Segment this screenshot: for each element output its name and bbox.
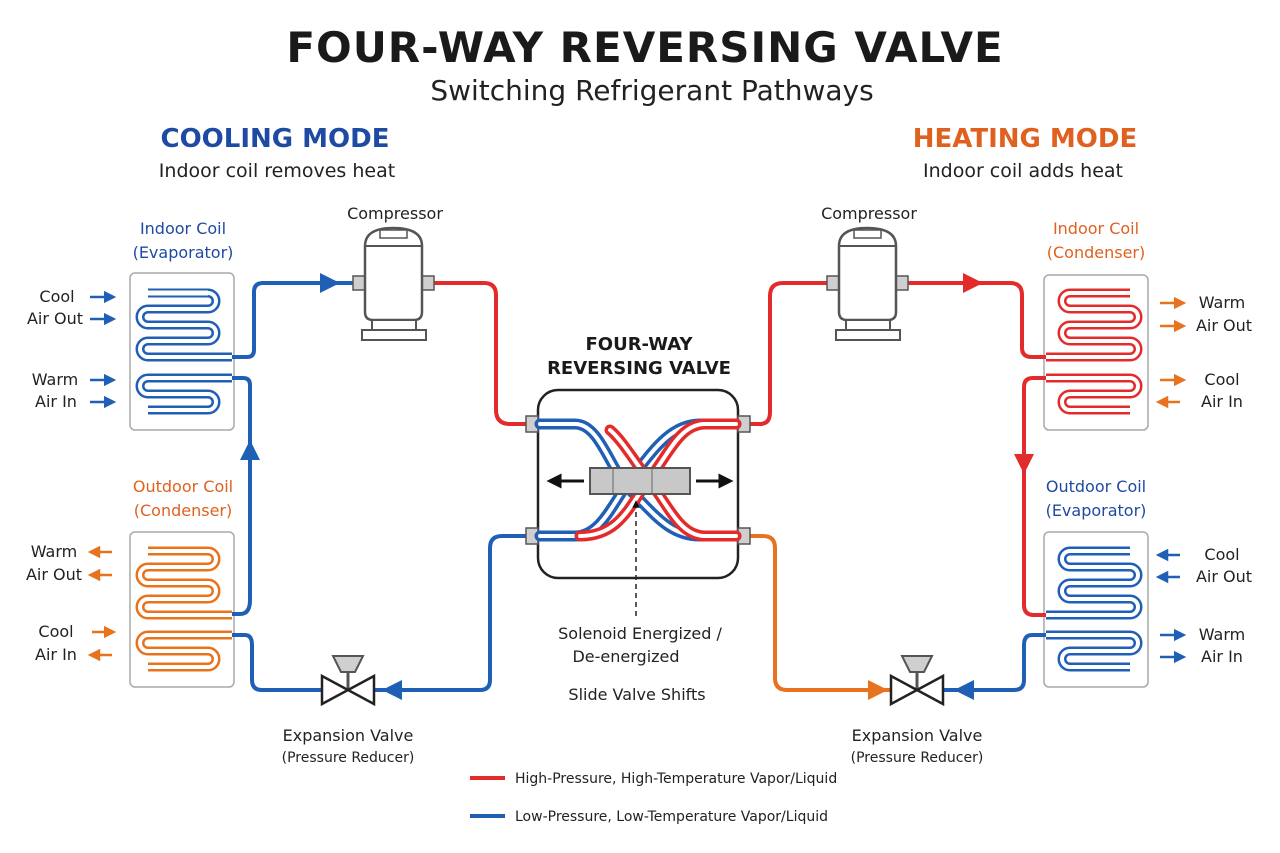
heating-expansion-valve [889,655,945,707]
legend-label-high-pressure: High-Pressure, High-Temperature Vapor/Li… [515,771,837,787]
legend: High-Pressure, High-Temperature Vapor/Li… [470,771,837,825]
heating-outdoor-air2-line2: Air In [1201,647,1243,666]
heating-outdoor-air1-line2: Air Out [1196,567,1252,586]
cooling-pipe-condenser-to-expansion [232,633,322,692]
heating-compressor [826,226,909,341]
heating-indoor-air2-line2: Air In [1201,392,1243,411]
solenoid-label-line2: De-energized [572,647,679,666]
heating-pipe-valve-to-compressor [748,281,829,426]
cooling-outdoor-coil-label: Outdoor Coil [133,477,233,496]
cooling-indoor-air2-line2: Air In [35,392,77,411]
heating-indoor-air2-line1: Cool [1204,370,1239,389]
heating-expansion-valve-sublabel: (Pressure Reducer) [851,750,984,766]
cooling-pipe-expansion-to-valve [372,534,530,692]
heating-outdoor-air1-line1: Cool [1204,545,1239,564]
heating-indoor-coil-label: Indoor Coil [1053,219,1139,238]
heating-side: Compressor Indoor Coil (Condenser) Outdo… [748,204,1252,766]
heating-indoor-coil-sublabel: (Condenser) [1047,243,1145,262]
heating-pipe-compressor-to-indoor [906,281,1046,359]
heating-compressor-label: Compressor [821,204,917,223]
legend-label-low-pressure: Low-Pressure, Low-Temperature Vapor/Liqu… [515,809,828,825]
four-way-valve: FOUR-WAY REVERSING VALVE Solenoid Energi… [525,334,751,704]
cooling-expansion-valve-label: Expansion Valve [283,726,414,745]
heating-outdoor-coil-sublabel: (Evaporator) [1046,501,1147,520]
cooling-compressor [352,226,435,341]
cooling-indoor-coil-label: Indoor Coil [140,219,226,238]
heating-mode-desc: Indoor coil adds heat [923,160,1123,182]
heating-pipe-valve-to-expansion [748,534,892,692]
cooling-outdoor-air-arrows: Warm Air Out Cool Air In [26,542,117,664]
cooling-indoor-air1-line2: Air Out [27,309,83,328]
solenoid-label-line1: Solenoid Energized / [558,624,722,643]
valve-slide [589,467,691,495]
heating-pipe-outdoor-to-expansion [943,633,1046,692]
cooling-outdoor-air2-line2: Air In [35,645,77,664]
cooling-indoor-air2-line1: Warm [32,370,78,389]
valve-label-line2: REVERSING VALVE [547,358,731,379]
cooling-pipe-compressor-to-valve [430,281,530,426]
cooling-pipe-return [232,376,252,616]
cooling-indoor-coil-sublabel: (Evaporator) [133,243,234,262]
cooling-outdoor-air1-line1: Warm [31,542,77,561]
cooling-mode-desc: Indoor coil removes heat [159,160,395,182]
heating-indoor-air1-line1: Warm [1199,293,1245,312]
cooling-compressor-label: Compressor [347,204,443,223]
heating-mode-title: HEATING MODE [913,124,1138,154]
heating-expansion-valve-label: Expansion Valve [852,726,983,745]
slide-valve-note: Slide Valve Shifts [568,685,705,704]
heating-outdoor-air2-line1: Warm [1199,625,1245,644]
cooling-expansion-valve-sublabel: (Pressure Reducer) [282,750,415,766]
heating-outdoor-coil-label: Outdoor Coil [1046,477,1146,496]
cooling-side: Indoor Coil (Evaporator) Outdoor Coil (C… [26,204,530,766]
cooling-expansion-valve [320,655,376,707]
cooling-indoor-air-arrows: Cool Air Out Warm Air In [27,287,117,411]
page-title: FOUR-WAY REVERSING VALVE [286,23,1003,72]
heating-indoor-air1-line2: Air Out [1196,316,1252,335]
heating-outdoor-air-arrows: Cool Air Out Warm Air In [1155,545,1252,666]
cooling-outdoor-air2-line1: Cool [38,622,73,641]
valve-label-line1: FOUR-WAY [585,334,693,355]
page-subtitle: Switching Refrigerant Pathways [430,74,873,107]
cooling-pipe-evap-to-compressor [232,281,355,359]
cooling-outdoor-air1-line2: Air Out [26,565,82,584]
cooling-outdoor-coil-sublabel: (Condenser) [134,501,232,520]
cooling-indoor-air1-line1: Cool [39,287,74,306]
heating-indoor-air-arrows: Warm Air Out Cool Air In [1155,293,1252,411]
heating-pipe-indoor-to-outdoor [1022,376,1046,617]
cooling-mode-title: COOLING MODE [161,124,390,154]
